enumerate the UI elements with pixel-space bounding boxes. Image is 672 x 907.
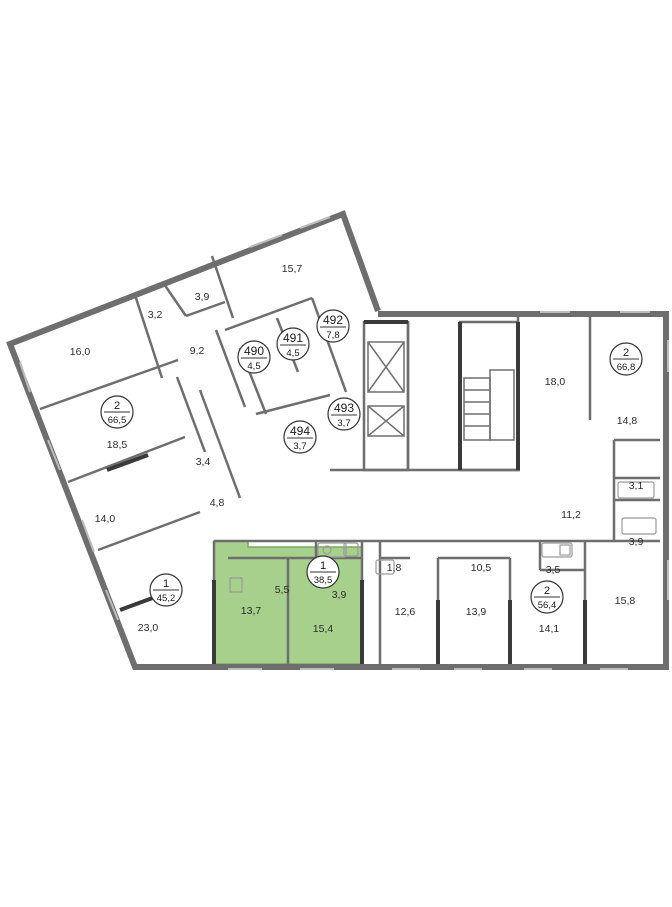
apartment-area: 56,4 bbox=[538, 600, 557, 611]
apartment-rooms: 1 bbox=[163, 578, 169, 590]
apartment-rooms: 2 bbox=[114, 400, 120, 412]
apartment-rooms: 2 bbox=[544, 585, 550, 597]
storage-number: 492 bbox=[323, 313, 343, 327]
badge-circle bbox=[283, 420, 317, 454]
room-area-label: 4,8 bbox=[210, 497, 225, 509]
elevator-core bbox=[367, 341, 515, 441]
structural-walls bbox=[106, 320, 587, 664]
apartment-badge[interactable]: 138,5 bbox=[306, 555, 340, 589]
apartment-badge[interactable]: 145,2 bbox=[149, 573, 183, 607]
outer-walls bbox=[6, 210, 669, 670]
room-area-labels: 15,7 3,9 3,2 16,0 9,2 18,5 3,4 14,0 4,8 23,0 5,5 3,… bbox=[70, 263, 644, 635]
apartment-badge[interactable]: 266,8 bbox=[609, 342, 643, 376]
room-area-label: 3,9 bbox=[332, 589, 347, 601]
storage-area: 3,7 bbox=[293, 441, 306, 452]
room-area-label: 3,9 bbox=[629, 536, 644, 548]
storage-number: 493 bbox=[334, 401, 354, 415]
bathroom-fixtures bbox=[229, 481, 657, 593]
room-area-label: 10,5 bbox=[471, 562, 492, 574]
apartment-area: 66,8 bbox=[617, 362, 636, 373]
room-area-label: 23,0 bbox=[138, 622, 159, 634]
badge-circle bbox=[237, 340, 271, 374]
room-area-label: 14,1 bbox=[539, 623, 560, 635]
apartment-area: 66,5 bbox=[108, 415, 127, 426]
storage-area: 4,5 bbox=[286, 348, 299, 359]
badge-circle bbox=[316, 309, 350, 343]
room-area-label: 1,8 bbox=[387, 562, 402, 574]
apartment-badge[interactable]: 266,5 bbox=[100, 395, 134, 429]
room-area-label: 9,2 bbox=[190, 345, 205, 357]
apartment-area: 38,5 bbox=[314, 575, 333, 586]
room-area-label: 3,1 bbox=[629, 480, 644, 492]
room-area-label: 13,9 bbox=[466, 606, 487, 618]
room-area-label: 18,5 bbox=[107, 439, 128, 451]
storage-number: 491 bbox=[283, 331, 303, 345]
room-area-label: 14,8 bbox=[617, 415, 638, 427]
room-area-label: 14,0 bbox=[95, 513, 116, 525]
apartment-badge[interactable]: 256,4 bbox=[530, 580, 564, 614]
room-area-label: 15,8 bbox=[615, 595, 636, 607]
room-area-label: 5,5 bbox=[275, 584, 290, 596]
room-area-label: 13,7 bbox=[241, 605, 262, 617]
storage-area: 3,7 bbox=[337, 418, 350, 429]
storage-number: 490 bbox=[244, 344, 264, 358]
room-area-label: 11,2 bbox=[561, 509, 581, 521]
badge-circle bbox=[327, 397, 361, 431]
room-area-label: 18,0 bbox=[545, 376, 566, 388]
storage-area: 7,8 bbox=[326, 330, 339, 341]
room-area-label: 15,4 bbox=[313, 623, 334, 635]
room-area-label: 3,9 bbox=[195, 291, 210, 303]
badge-circle bbox=[276, 327, 310, 361]
storage-number: 494 bbox=[290, 424, 310, 438]
room-area-label: 12,6 bbox=[395, 606, 416, 618]
room-area-label: 3,2 bbox=[148, 309, 163, 321]
room-area-label: 15,7 bbox=[282, 263, 303, 275]
storage-area: 4,5 bbox=[247, 361, 260, 372]
room-area-label: 3,4 bbox=[196, 456, 211, 468]
room-area-label: 16,0 bbox=[70, 346, 91, 358]
apartment-area: 45,2 bbox=[157, 593, 176, 604]
windows bbox=[19, 216, 669, 670]
room-area-label: 3,5 bbox=[546, 564, 561, 576]
apartment-rooms: 2 bbox=[623, 347, 629, 359]
apartment-rooms: 1 bbox=[320, 560, 326, 572]
